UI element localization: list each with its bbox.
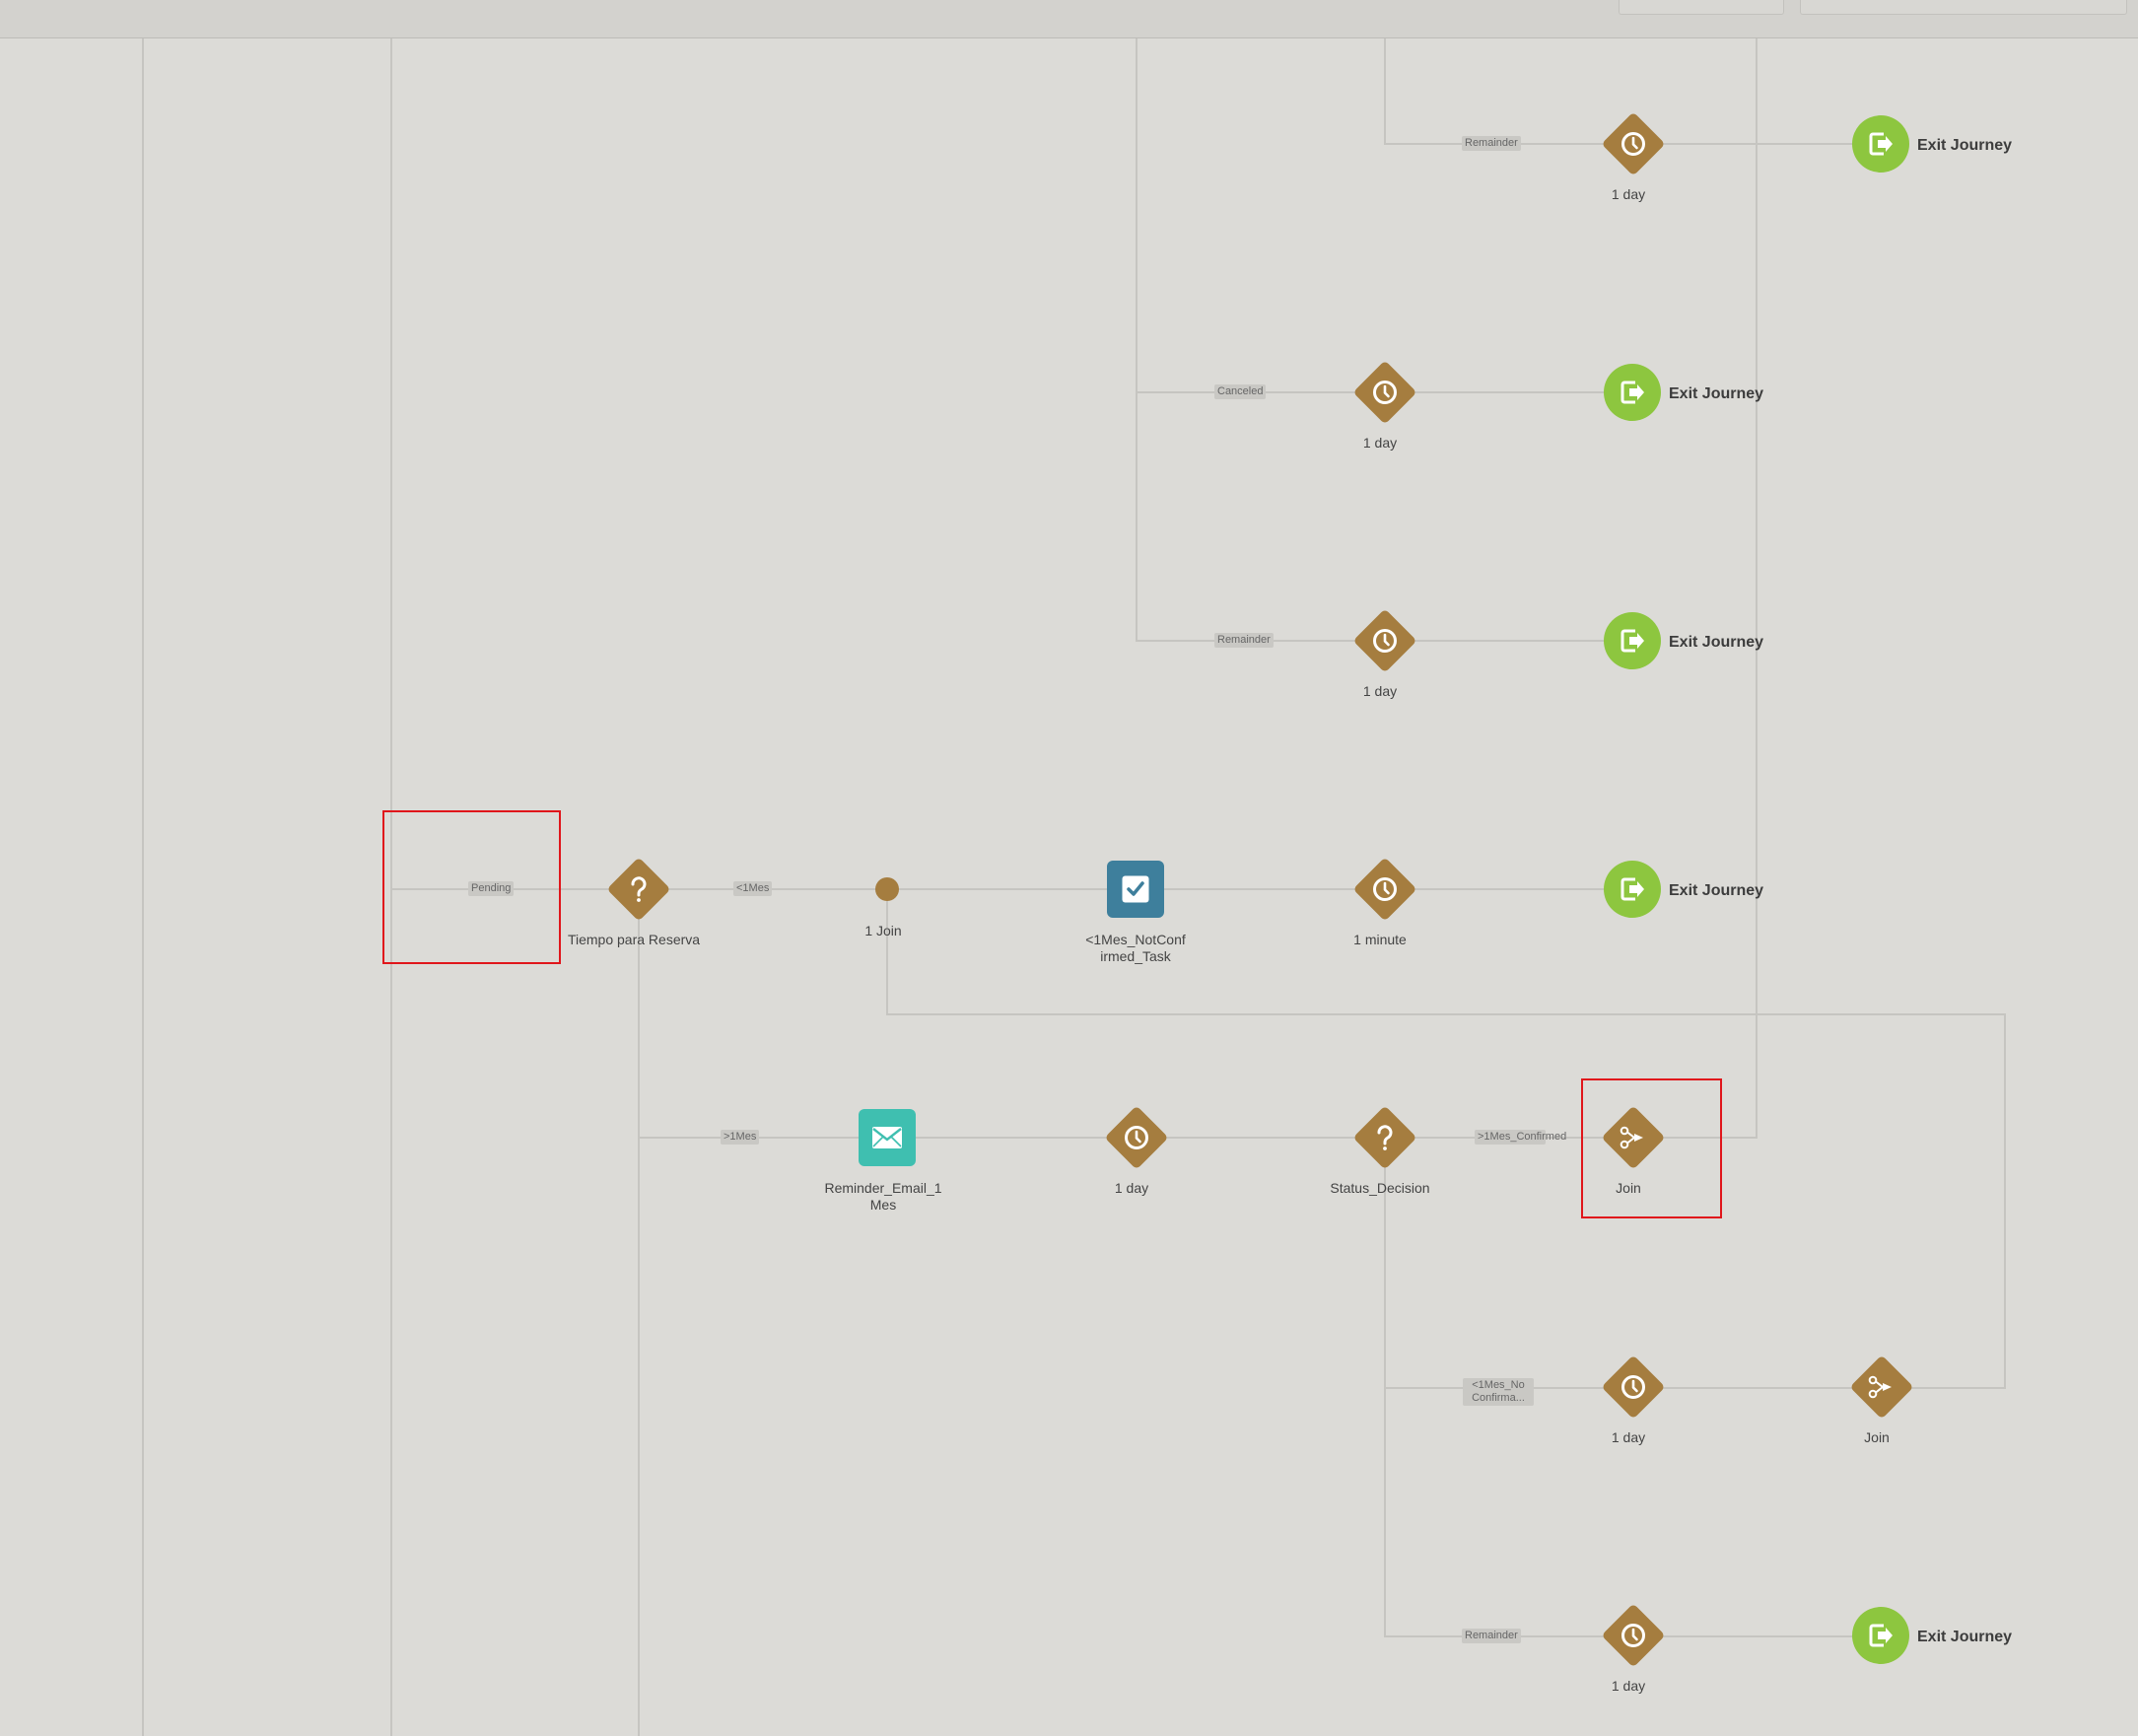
toolbar-button-group[interactable] [1800, 0, 2127, 15]
join-point-dot[interactable] [875, 877, 899, 901]
connector-line [390, 38, 392, 1736]
exit-journey-node[interactable] [1852, 115, 1909, 173]
connector-line [1756, 38, 1758, 1139]
connector-line [886, 889, 888, 1015]
top-toolbar [0, 0, 2138, 38]
exit-icon [1621, 629, 1644, 653]
exit-journey-label: Exit Journey [1669, 385, 1764, 402]
edge-label-lt-1mes[interactable]: <1Mes [733, 881, 773, 896]
envelope-icon [872, 1127, 902, 1148]
wait-node[interactable] [1601, 1603, 1666, 1668]
connector-line [1384, 38, 1386, 145]
wait-label: 1 day [1362, 435, 1398, 451]
checkbox-icon [1122, 875, 1149, 903]
decision-label: Status_Decision [1330, 1180, 1430, 1196]
edge-label-remainder[interactable]: Remainder [1462, 1629, 1521, 1643]
highlight-box-pending [382, 810, 561, 964]
exit-icon [1621, 381, 1644, 404]
clock-icon [1601, 1603, 1666, 1668]
wait-label: 1 day [1611, 186, 1646, 202]
exit-journey-label: Exit Journey [1669, 634, 1764, 651]
connector-line [886, 1013, 2006, 1015]
decision-label: Tiempo para Reserva [567, 932, 701, 947]
clock-icon [1601, 1354, 1666, 1420]
connector-line [638, 889, 640, 1736]
exit-journey-node[interactable] [1604, 364, 1661, 421]
exit-icon [1869, 132, 1893, 156]
wait-node[interactable] [1352, 857, 1417, 922]
exit-icon [1621, 877, 1644, 901]
wait-node[interactable] [1352, 608, 1417, 673]
wait-label: 1 day [1114, 1180, 1149, 1196]
connector-line [142, 38, 144, 1736]
question-icon [606, 857, 671, 922]
clock-icon [1601, 111, 1666, 176]
task-node[interactable] [1107, 861, 1164, 918]
edge-label-lt-1mes-noconfirmed[interactable]: <1Mes_No Confirma... [1463, 1378, 1534, 1406]
edge-label-gt-1mes-confirmed[interactable]: >1Mes_Confirmed [1475, 1130, 1566, 1145]
exit-journey-label: Exit Journey [1669, 882, 1764, 899]
clock-icon [1352, 857, 1417, 922]
connector-line [1384, 1387, 2005, 1389]
decision-node[interactable] [606, 857, 671, 922]
connector-line [638, 1137, 1758, 1139]
join-label: Join [1864, 1429, 1890, 1445]
email-node[interactable] [859, 1109, 916, 1166]
join-label: Join [1616, 1180, 1641, 1196]
edge-label-gt-1mes[interactable]: >1Mes [721, 1130, 760, 1145]
exit-journey-node[interactable] [1604, 612, 1661, 669]
exit-journey-label: Exit Journey [1917, 1629, 2013, 1645]
wait-label: 1 day [1611, 1429, 1646, 1445]
wait-node[interactable] [1601, 111, 1666, 176]
wait-label: 1 minute [1353, 932, 1407, 947]
exit-journey-node[interactable] [1852, 1607, 1909, 1664]
task-label: <1Mes_NotConfirmed_Task [1085, 932, 1186, 964]
exit-journey-node[interactable] [1604, 861, 1661, 918]
clock-icon [1352, 360, 1417, 425]
edge-label-remainder[interactable]: Remainder [1214, 633, 1274, 648]
wait-label: 1 day [1362, 683, 1398, 699]
connector-line [2004, 1014, 2006, 1389]
edge-label-canceled[interactable]: Canceled [1214, 384, 1267, 399]
email-label: Reminder_Email_1Mes [824, 1180, 942, 1213]
decision-node[interactable] [1352, 1105, 1417, 1170]
wait-node[interactable] [1104, 1105, 1169, 1170]
edge-label-pending[interactable]: Pending [468, 881, 515, 896]
exit-icon [1869, 1624, 1893, 1647]
join-point-label: 1 Join [864, 923, 902, 938]
connector-line [390, 888, 1632, 890]
highlight-box-join [1581, 1078, 1722, 1218]
join-arrow-icon [1849, 1354, 1914, 1420]
join-arrow-icon [1601, 1105, 1666, 1170]
edge-label-remainder[interactable]: Remainder [1462, 136, 1521, 151]
clock-icon [1352, 608, 1417, 673]
wait-node[interactable] [1352, 360, 1417, 425]
exit-journey-label: Exit Journey [1917, 137, 2013, 154]
connector-line [1136, 38, 1138, 642]
clock-icon [1104, 1105, 1169, 1170]
join-node[interactable] [1601, 1105, 1666, 1170]
wait-label: 1 day [1611, 1678, 1646, 1694]
wait-node[interactable] [1601, 1354, 1666, 1420]
toolbar-search-box[interactable] [1619, 0, 1784, 15]
question-icon [1352, 1105, 1417, 1170]
join-node[interactable] [1849, 1354, 1914, 1420]
